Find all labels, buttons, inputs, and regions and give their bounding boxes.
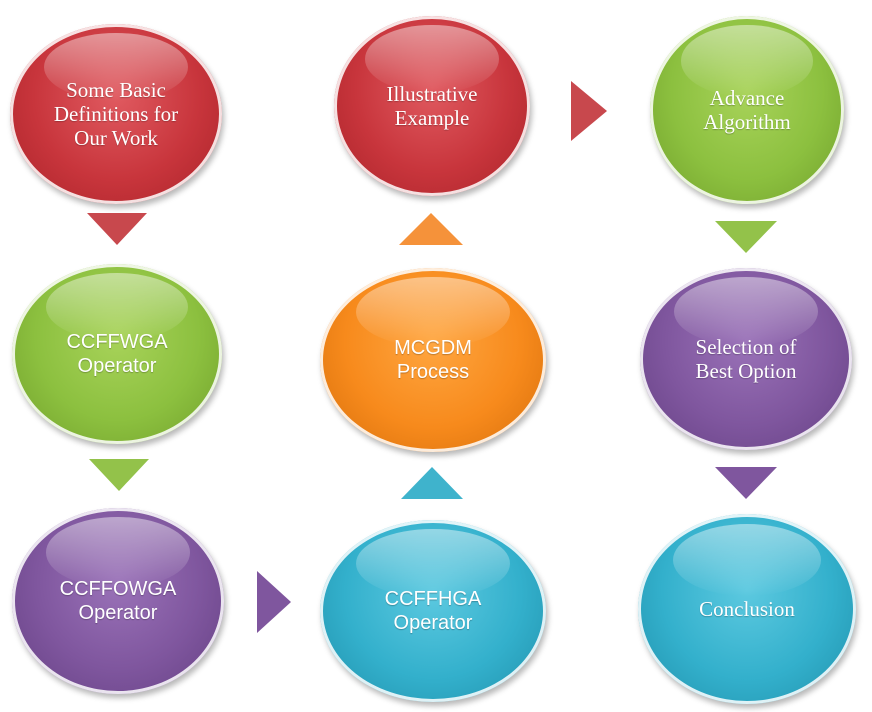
node-ccffwga-label: CCFFWGA Operator [66,331,168,377]
node-ccffowga-label: CCFFOWGA Operator [59,578,177,624]
node-illustrative-example: Illustrative Example [334,16,530,196]
arrow-right-red [571,81,607,141]
arrow-down-green-right [715,221,777,253]
node-conclusion-label: Conclusion [699,597,795,621]
node-selection-best-option-label: Selection of Best Option [695,335,797,383]
node-basic-definitions-label: Some Basic Definitions for Our Work [53,78,179,150]
arrow-up-cyan [401,467,463,499]
arrow-down-purple [715,467,777,499]
arrow-down-green [89,459,149,491]
arrow-right-purple [257,571,291,633]
node-ccffwga: CCFFWGA Operator [12,264,222,444]
arrow-up-orange [399,213,463,245]
node-selection-best-option: Selection of Best Option [640,268,852,450]
node-conclusion: Conclusion [638,514,856,704]
node-advance-algorithm-label: Advance Algorithm [703,86,791,134]
node-mcgdm: MCGDM Process [320,268,546,452]
node-advance-algorithm: Advance Algorithm [650,16,844,204]
node-ccffhga-label: CCFFHGA Operator [384,588,482,634]
arrow-down-red [87,213,147,245]
node-illustrative-example-label: Illustrative Example [386,82,478,130]
node-ccffhga: CCFFHGA Operator [320,520,546,702]
node-basic-definitions: Some Basic Definitions for Our Work [10,24,222,204]
node-mcgdm-label: MCGDM Process [394,337,472,383]
node-ccffowga: CCFFOWGA Operator [12,508,224,694]
